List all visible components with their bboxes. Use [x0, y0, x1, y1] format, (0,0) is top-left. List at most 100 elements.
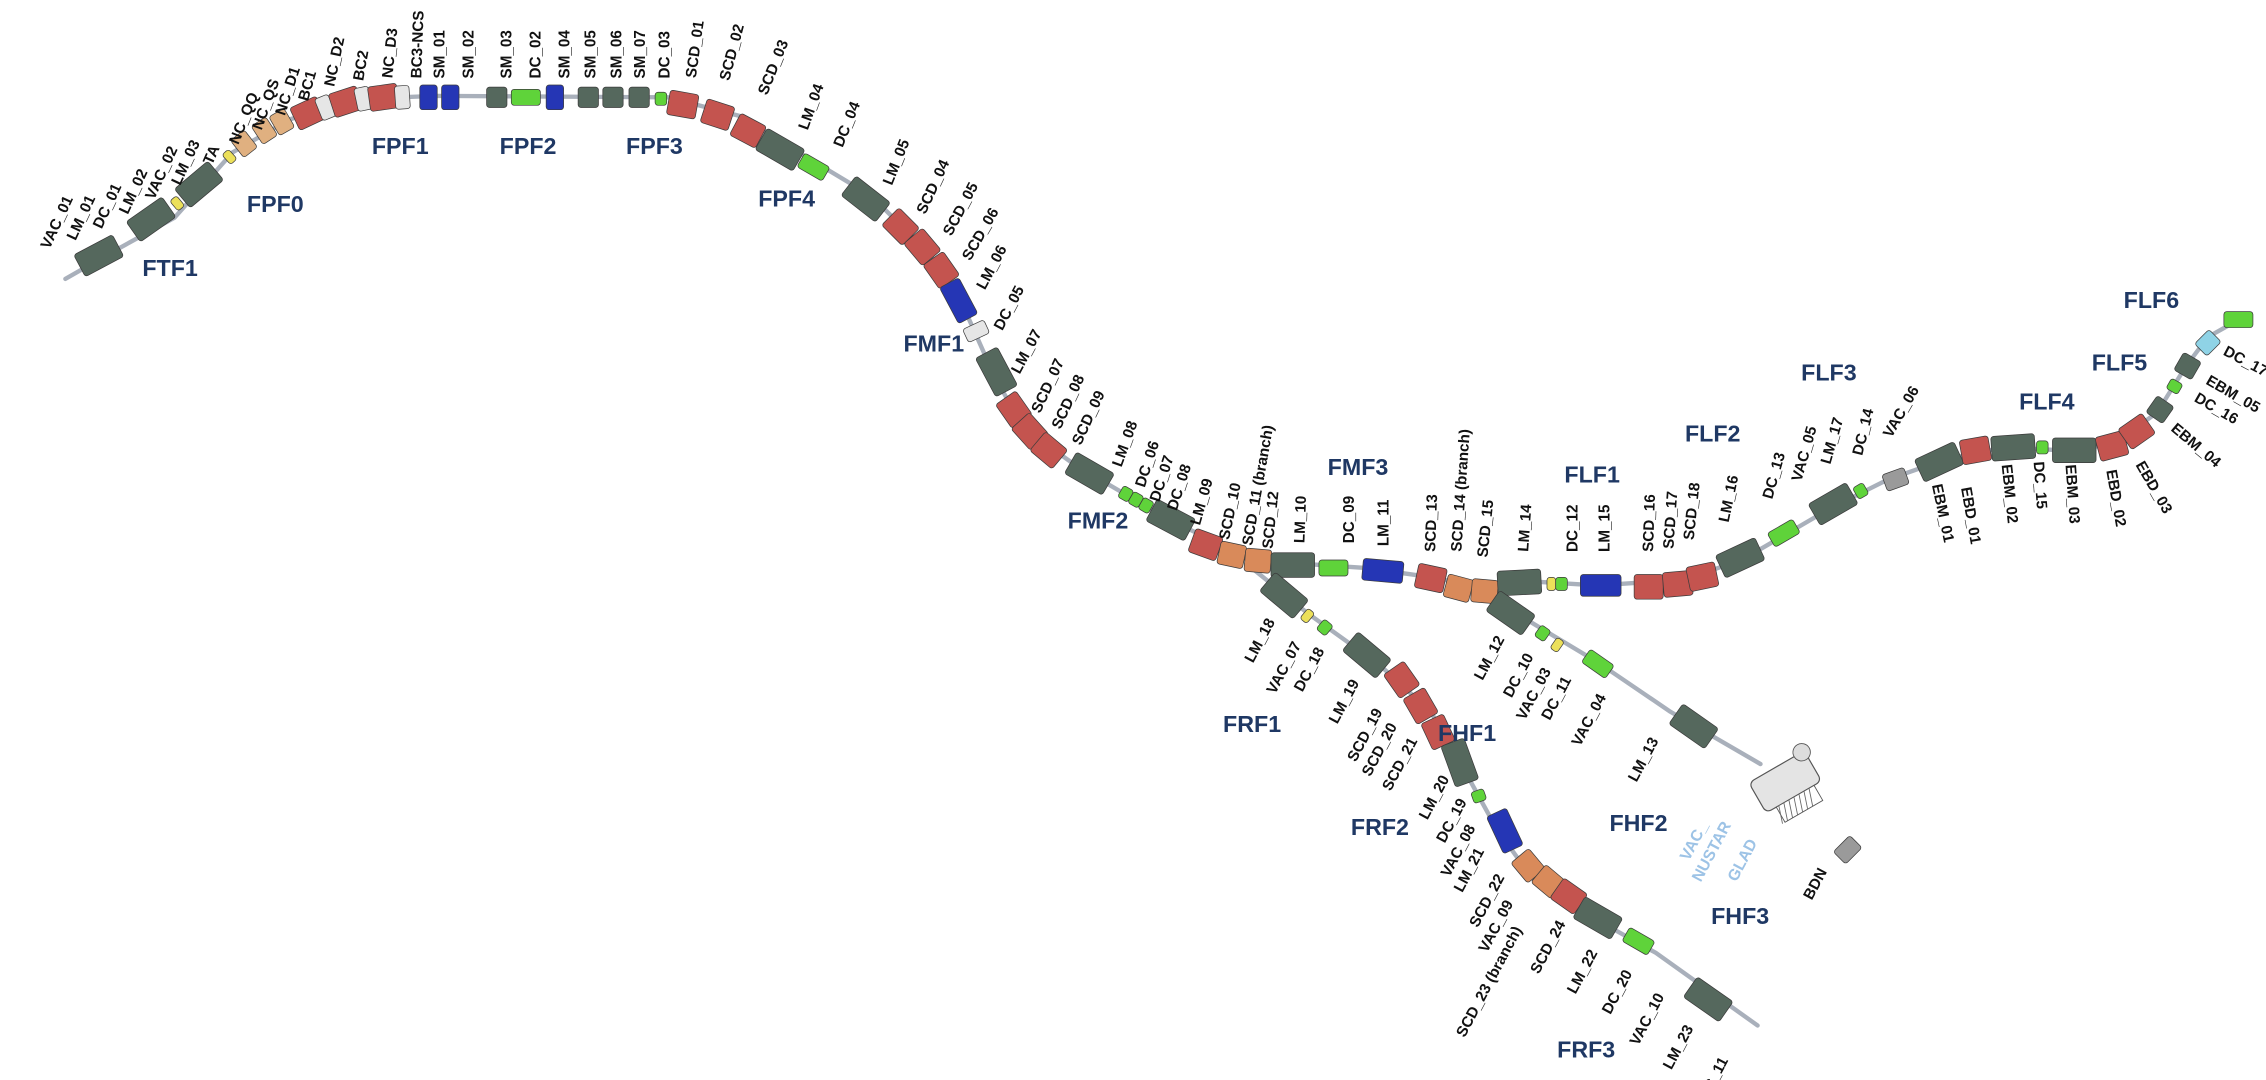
component-lm	[1486, 591, 1535, 635]
element-label: LM_13	[1625, 735, 1662, 785]
component-sml	[577, 86, 599, 108]
element-label: LM_09	[1187, 477, 1216, 527]
component-grey	[1834, 836, 1862, 864]
section-label-flf2: FLF2	[1685, 421, 1740, 447]
element-label: LM_17	[1818, 416, 1847, 466]
component-ora	[1216, 540, 1247, 569]
element-label: LM_23	[1660, 1022, 1697, 1072]
external-label: GLAD	[1725, 836, 1761, 884]
component-lm	[1065, 452, 1114, 495]
component-lm	[1684, 977, 1733, 1022]
element-label: SM_06	[609, 30, 626, 78]
component-dc	[1767, 519, 1800, 547]
section-label-fpf2: FPF2	[500, 133, 557, 159]
section-label-fmf3: FMF3	[1328, 454, 1389, 480]
element-label: EBM_01	[1928, 482, 1957, 544]
element-label: BC2	[350, 49, 372, 82]
element-label: DC_15	[2030, 461, 2050, 510]
element-label: SCD_03	[755, 38, 792, 98]
component-sm	[545, 84, 564, 111]
element-label: DC_13	[1760, 450, 1789, 500]
component-scd	[923, 251, 959, 289]
component-scd	[2118, 413, 2155, 450]
element-label: SCD_24	[1527, 917, 1569, 976]
section-label-fmf2: FMF2	[1068, 508, 1129, 534]
component-vac	[1300, 608, 1315, 623]
component-lm	[1260, 572, 1308, 619]
component-lm	[175, 161, 223, 208]
element-label: SM_04	[556, 30, 573, 79]
component-nc	[251, 117, 277, 144]
section-label-fpf3: FPF3	[626, 133, 683, 159]
section-label-flf3: FLF3	[1801, 360, 1857, 386]
section-label-fmf1: FMF1	[903, 331, 964, 357]
component-lm	[841, 176, 890, 222]
element-label: EBM_03	[2062, 464, 2083, 524]
element-label: EBM_04	[2168, 420, 2225, 471]
element-label: NC_D2	[321, 36, 348, 88]
component-grey	[1882, 467, 1910, 492]
element-label: EBD_01	[1957, 486, 1984, 546]
section-label-flf4: FLF4	[2019, 389, 2075, 415]
component-blm	[1580, 574, 1622, 597]
element-label: TA	[200, 143, 223, 167]
component-dcs	[2036, 440, 2049, 455]
component-scd	[700, 98, 735, 131]
component-dc	[510, 88, 541, 106]
component-vac	[1546, 577, 1557, 591]
beam-pipes	[63, 93, 2247, 1028]
element-label: SCD_13	[1422, 494, 1441, 552]
element-label: DC_05	[991, 283, 1029, 333]
component-lm	[1990, 433, 2037, 462]
component-scd	[1633, 574, 1664, 600]
section-label-flf5: FLF5	[2092, 349, 2148, 375]
component-sm	[419, 84, 438, 111]
component-dcs	[1471, 788, 1487, 804]
section-label-fpf0: FPF0	[247, 191, 304, 217]
element-label: SCD_01	[683, 19, 708, 79]
element-label: DC_02	[527, 31, 544, 78]
element-label: DC_17	[2221, 343, 2266, 380]
section-label-fpf1: FPF1	[372, 133, 429, 159]
component-lm	[1496, 568, 1543, 597]
element-label: LM_14	[1515, 503, 1535, 552]
element-label: DC_04	[830, 99, 864, 150]
component-lm	[1343, 632, 1391, 678]
component-scd	[1403, 687, 1438, 725]
beamline-components	[74, 83, 2254, 1022]
element-label: VAC_11	[1691, 1054, 1732, 1080]
element-label: LM_05	[880, 137, 914, 188]
element-label: SCD_16	[1640, 494, 1659, 552]
component-lm	[755, 128, 805, 171]
component-dcs	[1316, 619, 1333, 636]
component-dcs	[2166, 378, 2183, 394]
section-label-fhf3: FHF3	[1711, 903, 1769, 929]
element-label: LM_04	[795, 81, 827, 132]
component-lm	[74, 235, 124, 277]
component-dcs	[1853, 483, 1869, 499]
component-scd	[666, 90, 700, 120]
component-vac	[222, 149, 237, 164]
component-lm	[1270, 552, 1315, 578]
element-label: DC_14	[1850, 406, 1878, 457]
element-label: SCD_04	[914, 157, 954, 217]
element-label: LM_08	[1109, 418, 1141, 469]
component-ora	[1470, 578, 1499, 605]
component-scd	[1959, 435, 1992, 465]
component-dcs	[1138, 497, 1154, 514]
component-lm	[1715, 537, 1765, 578]
component-bc	[963, 320, 990, 343]
element-label: SM_03	[498, 30, 515, 78]
component-scd	[904, 228, 941, 266]
component-dcs	[654, 91, 668, 106]
element-label: DC_20	[1599, 967, 1636, 1017]
element-label: LM_10	[1291, 495, 1310, 543]
component-scd	[730, 113, 767, 148]
element-label: VAC_10	[1627, 990, 1669, 1048]
section-label-flf6: FLF6	[2124, 287, 2180, 313]
element-label: LM_18	[1242, 615, 1280, 665]
element-label: SCD_02	[717, 22, 748, 82]
section-label-frf1: FRF1	[1223, 711, 1281, 737]
component-dc	[1318, 559, 1349, 577]
element-label: BDN	[1800, 865, 1831, 902]
